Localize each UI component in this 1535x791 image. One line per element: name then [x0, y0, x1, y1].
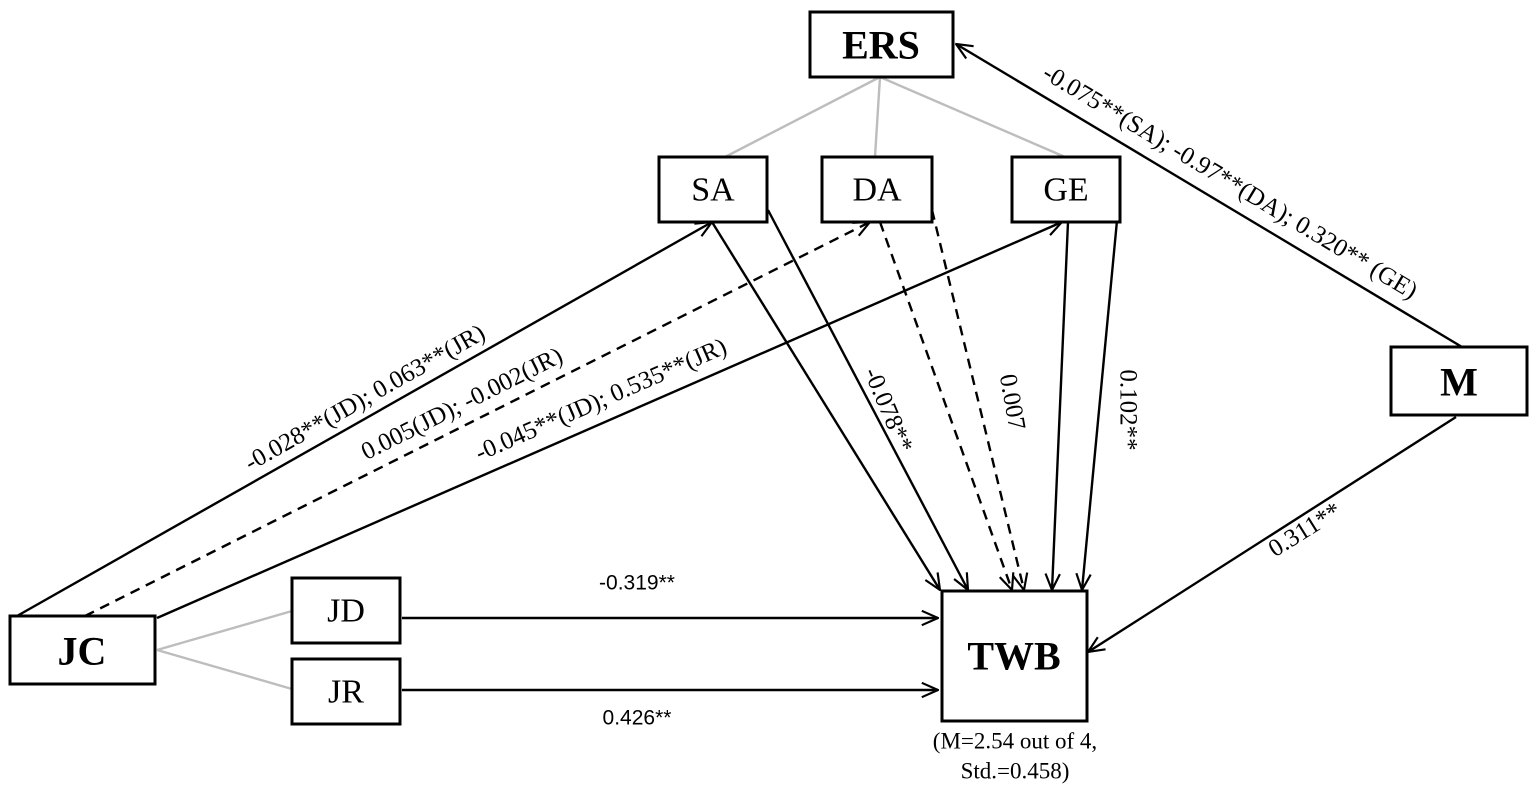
- path-da-twb-1: [878, 221, 1012, 590]
- node-m: M: [1389, 345, 1529, 417]
- coef-m-twb: 0.311**: [1264, 497, 1346, 562]
- jc-dimension-links: [156, 609, 293, 691]
- node-da: DA: [820, 155, 934, 224]
- node-ge: GE: [1010, 155, 1122, 224]
- node-ers-label: ERS: [842, 23, 920, 68]
- coef-jr-twb: 0.426**: [603, 707, 672, 730]
- twb-note-line1: (M=2.54 out of 4,: [933, 729, 1097, 754]
- node-jc: JC: [8, 614, 157, 686]
- path-da-twb-2: [930, 209, 1024, 590]
- coef-jc-da: 0.005(JD); -0.002(JR): [357, 342, 567, 465]
- path-jc-da: [84, 222, 870, 618]
- node-ers: ERS: [808, 10, 955, 79]
- node-jd: JD: [290, 576, 402, 645]
- node-m-label: M: [1440, 360, 1478, 405]
- node-sa: SA: [657, 155, 769, 224]
- path-jc-ge: [156, 222, 1062, 620]
- coef-jd-twb: -0.319**: [599, 572, 675, 595]
- node-ge-label: GE: [1043, 172, 1088, 209]
- coef-sa-twb: -0.078**: [858, 363, 918, 456]
- ers-dimension-links: [724, 75, 1066, 159]
- node-jr: JR: [290, 657, 402, 726]
- node-jr-label: JR: [328, 674, 364, 711]
- node-jc-label: JC: [58, 629, 107, 674]
- coef-ge-twb: 0.102**: [1115, 369, 1142, 450]
- path-m-twb: [1088, 415, 1457, 652]
- node-sa-label: SA: [691, 172, 735, 209]
- path-ge-twb-2: [1082, 209, 1120, 590]
- path-ge-twb-1: [1052, 221, 1070, 590]
- path-sa-twb-1: [710, 221, 940, 590]
- path-sa-twb-2: [766, 209, 968, 590]
- twb-note-line2: Std.=0.458): [961, 759, 1070, 784]
- node-twb-label: TWB: [967, 634, 1060, 679]
- node-twb: TWB: [940, 589, 1089, 723]
- node-da-label: DA: [852, 172, 902, 209]
- node-jd-label: JD: [327, 593, 365, 630]
- path-m-ers: [956, 44, 1463, 349]
- coef-jc-ge: -0.045**(JD); 0.535**(JR): [471, 333, 731, 466]
- coef-da-twb: 0.007: [994, 372, 1030, 432]
- path-jc-sa: [16, 222, 712, 618]
